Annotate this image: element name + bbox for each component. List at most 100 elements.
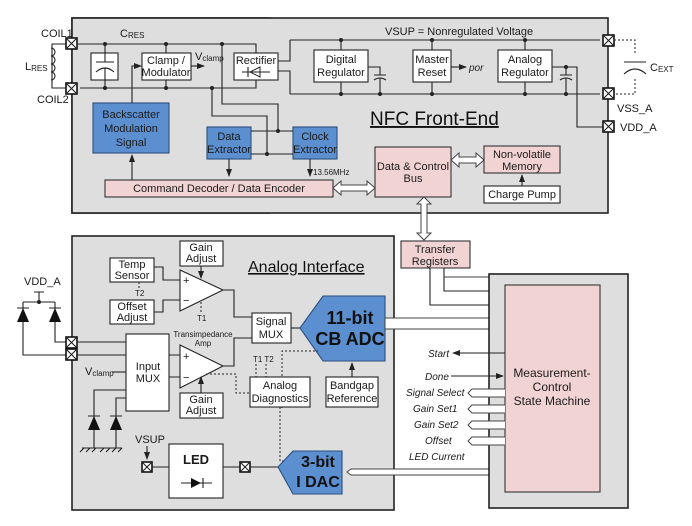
decoder-bus-arrow [332, 179, 376, 197]
svg-text:Gain: Gain [189, 394, 212, 406]
svg-text:Adjust: Adjust [186, 405, 217, 417]
led-output-pad [239, 461, 251, 473]
clamp-modulator-block [141, 52, 192, 81]
svg-text:+: + [183, 275, 189, 287]
svg-text:MUX: MUX [136, 373, 161, 385]
input-pad-2 [65, 348, 78, 361]
coil2-pad [65, 82, 78, 95]
svg-text:Amp: Amp [195, 339, 212, 348]
svg-text:Rectifier: Rectifier [236, 55, 277, 67]
svg-text:Analog: Analog [263, 380, 297, 392]
svg-text:Gain Set2: Gain Set2 [414, 420, 459, 431]
svg-text:Gain Set1: Gain Set1 [413, 404, 457, 415]
input-mux-block [125, 333, 170, 412]
svg-text:Offset: Offset [117, 301, 146, 313]
led-current-bus [346, 468, 506, 476]
svg-text:T1: T1 [197, 314, 207, 323]
vsup-label: VSUP = Nonregulated Voltage [385, 26, 533, 38]
vsup-led-pad [141, 461, 153, 473]
svg-text:Non-volatile: Non-volatile [493, 149, 551, 161]
svg-text:Master: Master [415, 54, 449, 66]
svg-text:Backscatter: Backscatter [102, 109, 160, 121]
amplifier-top-icon [179, 269, 225, 312]
cres-label: CRES [120, 28, 144, 40]
bandgap-reference-block [325, 376, 379, 408]
svg-text:Reference: Reference [327, 393, 378, 405]
svg-text:Temp: Temp [119, 259, 146, 271]
svg-text:Measurement-: Measurement- [513, 366, 590, 380]
analog-interface-title: Analog Interface [248, 259, 365, 276]
svg-text:Extractor: Extractor [207, 144, 251, 156]
svg-text:Registers: Registers [412, 256, 459, 268]
svg-text:Command Decoder / Data Encoder: Command Decoder / Data Encoder [133, 183, 305, 195]
svg-text:LED Current: LED Current [409, 452, 466, 463]
svg-text:Adjust: Adjust [117, 312, 148, 324]
cext-capacitor-icon [623, 55, 647, 79]
vdd-a-pad [602, 120, 615, 133]
measurement-control-state-machine [504, 284, 601, 493]
svg-text:11-bit: 11-bit [326, 308, 373, 328]
transfer-registers-block [400, 240, 471, 269]
signal-gain-set2: Gain Set2 [414, 420, 505, 431]
svg-text:Reset: Reset [418, 67, 447, 79]
diode-icon [110, 416, 122, 430]
clock-freq-label: 13.56MHz [313, 168, 349, 177]
svg-text:Transimpedance: Transimpedance [173, 330, 233, 339]
idac-block [277, 450, 343, 495]
svg-text:Charge Pump: Charge Pump [488, 189, 556, 201]
diode-icon [242, 66, 270, 78]
svg-text:CB ADC: CB ADC [315, 329, 384, 349]
signal-gain-set1: Gain Set1 [413, 404, 505, 415]
diode-icon [49, 308, 61, 322]
signal-mux-block [251, 312, 292, 344]
por-label: por [468, 63, 484, 74]
data-extractor-block [206, 126, 252, 160]
svg-text:+: + [183, 351, 189, 363]
signal-select: Signal Select [406, 388, 505, 399]
data-control-bus-block [374, 146, 452, 198]
svg-text:Start: Start [428, 349, 450, 360]
svg-text:Signal Select: Signal Select [406, 388, 466, 399]
gain-adjust-bottom-block [179, 392, 224, 419]
svg-text:Clock: Clock [301, 131, 329, 143]
svg-text:−: − [183, 295, 189, 307]
cres-capacitor-icon [90, 42, 119, 90]
svg-text:Control: Control [533, 380, 572, 394]
svg-text:Signal: Signal [116, 137, 147, 149]
signal-start: Start [428, 349, 505, 360]
svg-text:Adjust: Adjust [186, 253, 217, 265]
svg-text:MUX: MUX [259, 329, 284, 341]
svg-text:Regulator: Regulator [317, 67, 365, 79]
svg-text:Gain: Gain [189, 242, 212, 254]
svg-text:Regulator: Regulator [501, 67, 549, 79]
master-reset-block [412, 49, 452, 83]
svg-text:Digital: Digital [326, 54, 357, 66]
svg-text:Input: Input [136, 361, 160, 373]
diode-icon [88, 416, 100, 430]
svg-text:LED: LED [183, 452, 209, 467]
coil1-label: COIL1 [41, 28, 73, 40]
svg-text:Bus: Bus [404, 173, 423, 185]
vdd-a-ext-label: VDD_A [24, 276, 61, 288]
svg-text:Extractor: Extractor [293, 144, 337, 156]
signal-done: Done [425, 372, 504, 383]
svg-text:3-bit: 3-bit [301, 454, 335, 471]
vsup-led-label: VSUP [135, 434, 165, 446]
svg-text:Diagnostics: Diagnostics [252, 393, 309, 405]
inductor-icon [50, 47, 56, 81]
vclamp-input-label: Vclamp [85, 366, 114, 378]
svg-text:Done: Done [425, 372, 449, 383]
clock-extractor-block [292, 126, 338, 160]
transfer-bus-arrow [415, 196, 433, 241]
analog-regulator-block [497, 49, 553, 83]
ground-icon [79, 415, 123, 453]
vclamp-label: Vclamp [195, 51, 224, 63]
svg-text:T1 T2: T1 T2 [253, 355, 274, 364]
svg-text:Offset: Offset [425, 436, 453, 447]
svg-text:I DAC: I DAC [296, 474, 340, 491]
cext-label: CEXT [650, 62, 674, 74]
svg-text:Signal: Signal [256, 316, 287, 328]
vss-a-pad [602, 87, 615, 100]
input-pad-1 [65, 336, 78, 349]
